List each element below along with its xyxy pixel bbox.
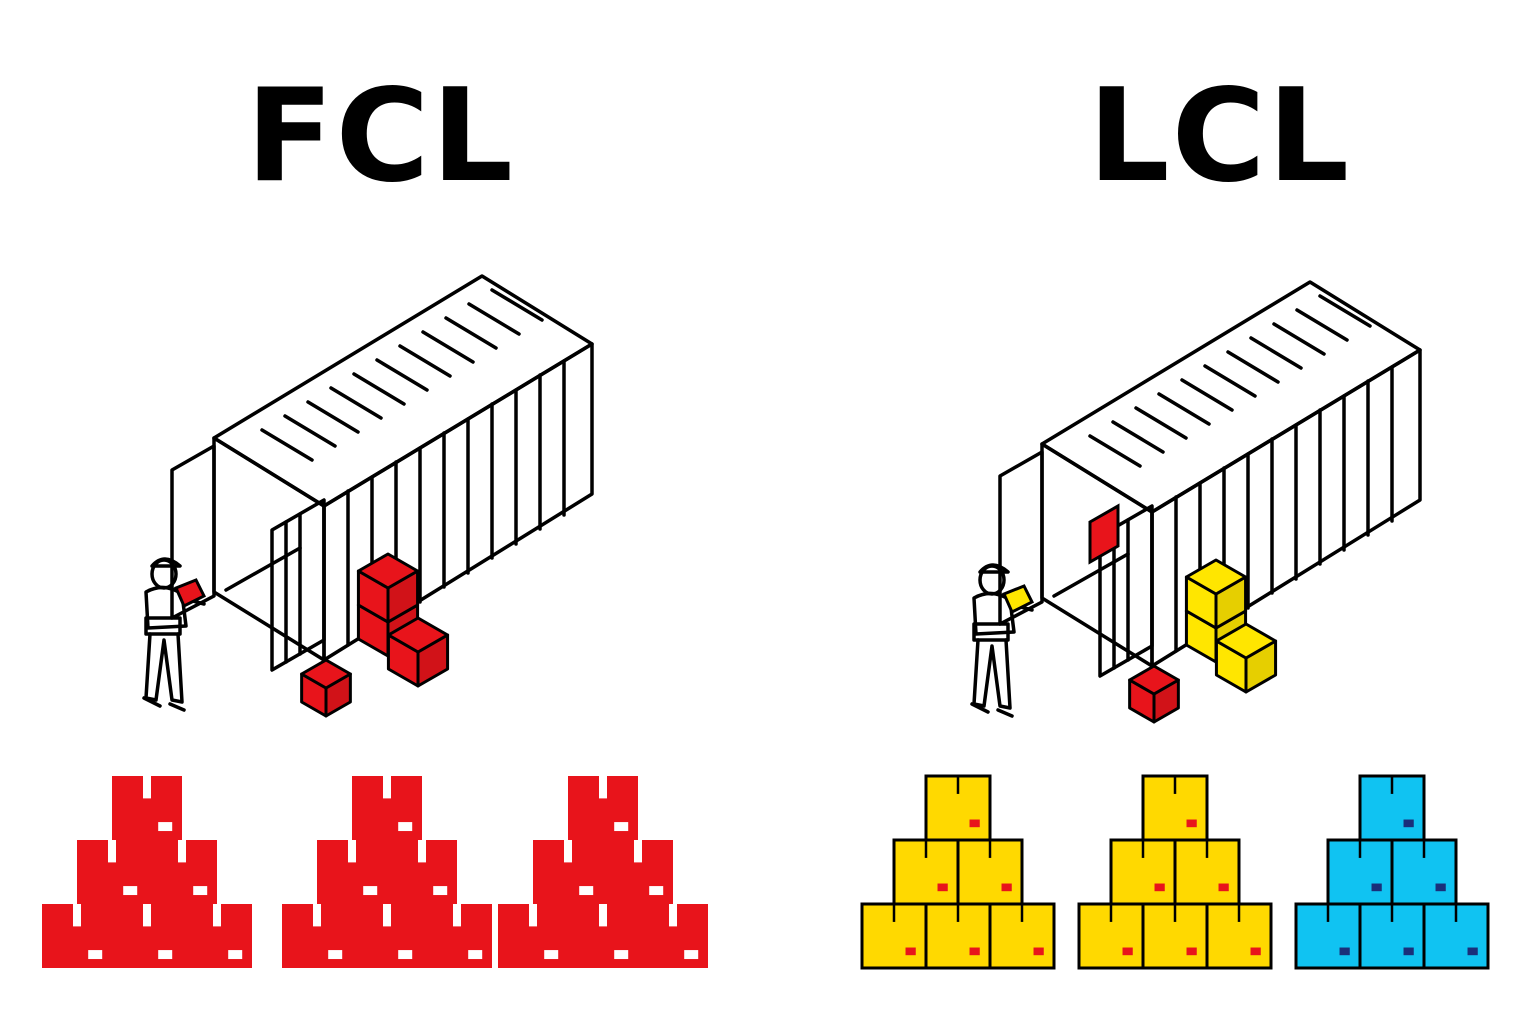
- pallet-box: [352, 904, 422, 968]
- fcl-cargo-boxes: [173, 552, 450, 718]
- pallet-box: [1141, 774, 1209, 842]
- pallet-box: [282, 904, 352, 968]
- cargo-box-icon: [1128, 664, 1180, 724]
- pallet-box: [988, 902, 1056, 970]
- cargo-box-icon: [1184, 558, 1248, 630]
- fcl-scene: [142, 274, 594, 718]
- pallet-box: [956, 838, 1024, 906]
- pallet-box: [568, 776, 638, 840]
- pallet-box: [42, 904, 112, 968]
- pallet-box: [498, 904, 568, 968]
- pallet-box: [77, 840, 147, 904]
- cargo-box-icon: [1088, 503, 1120, 565]
- pallet-box: [924, 902, 992, 970]
- carried-box: [1001, 584, 1035, 615]
- lcl-scene: [970, 280, 1422, 724]
- pallet-box: [892, 838, 960, 906]
- cargo-box-icon: [300, 658, 352, 718]
- carried-box: [173, 578, 207, 609]
- pallet-box: [1326, 838, 1394, 906]
- pallet-box: [1358, 774, 1426, 842]
- pallet-box: [1358, 902, 1426, 970]
- pallet-row: [42, 774, 1490, 970]
- pallet-box: [1077, 902, 1145, 970]
- pallet-box: [387, 840, 457, 904]
- cargo-box-icon: [356, 552, 420, 624]
- pallet-box: [182, 904, 252, 968]
- pallet-box: [147, 840, 217, 904]
- pallet-box: [603, 840, 673, 904]
- pallet-box: [860, 902, 928, 970]
- box-pyramid-icon: [282, 776, 492, 968]
- box-pyramid-icon: [42, 776, 252, 968]
- lcl-title: LCL: [1088, 62, 1352, 211]
- pallet-box: [568, 904, 638, 968]
- box-pyramid-icon: [1077, 774, 1273, 970]
- pallet-box: [422, 904, 492, 968]
- box-pyramid-icon: [498, 776, 708, 968]
- pallet-box: [1205, 902, 1273, 970]
- pallet-box: [1173, 838, 1241, 906]
- pallet-box: [924, 774, 992, 842]
- box-pyramid-icon: [860, 774, 1056, 970]
- pallet-box: [112, 776, 182, 840]
- cargo-box-icon: [386, 616, 450, 688]
- pallet-box: [1294, 902, 1362, 970]
- pallet-box: [1422, 902, 1490, 970]
- pallet-box: [533, 840, 603, 904]
- lcl-cargo-boxes: [1001, 503, 1278, 724]
- cargo-box-icon: [1214, 622, 1278, 694]
- fcl-title: FCL: [246, 62, 515, 211]
- pallet-box: [317, 840, 387, 904]
- pallet-box: [352, 776, 422, 840]
- pallet-box: [1141, 902, 1209, 970]
- box-pyramid-icon: [1294, 774, 1490, 970]
- pallet-box: [1109, 838, 1177, 906]
- pallet-box: [112, 904, 182, 968]
- pallet-box: [1390, 838, 1458, 906]
- pallet-box: [638, 904, 708, 968]
